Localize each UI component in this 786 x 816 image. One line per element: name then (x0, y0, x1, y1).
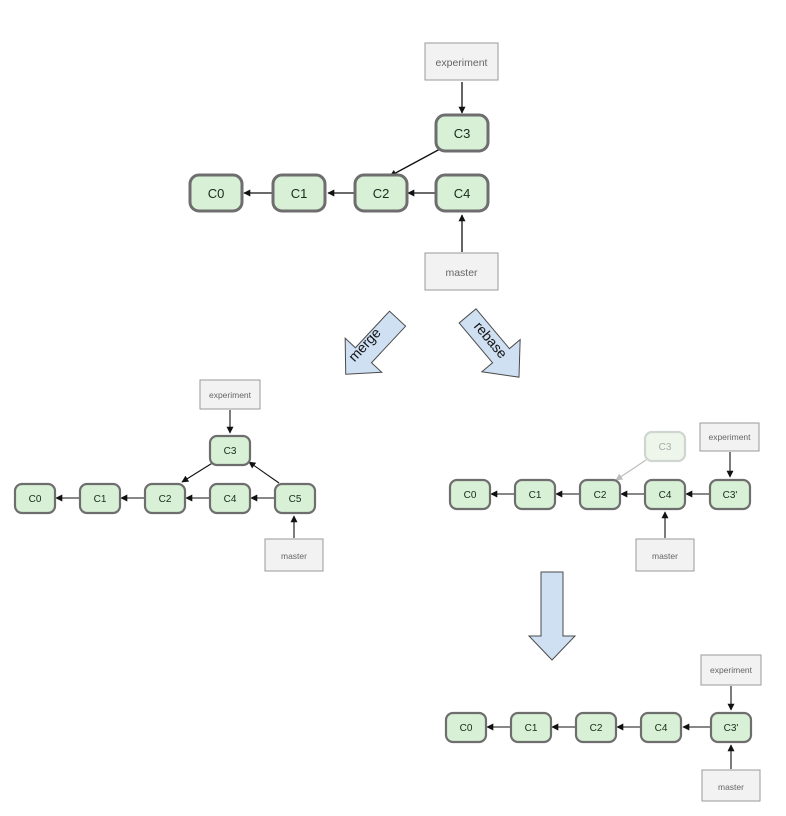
commit-c4: C4 (643, 478, 687, 511)
ref-master: master (424, 252, 499, 291)
commit-label: C2 (594, 490, 607, 501)
commit-c1: C1 (78, 482, 122, 515)
commit-label: C3 (224, 446, 237, 457)
commit-c4: C4 (434, 173, 490, 213)
ref-label: master (652, 551, 678, 561)
rebase-result-diagram: C0 C1 C2 C4 C3' C3 experiment master (448, 422, 760, 572)
commit-label: C2 (590, 723, 603, 734)
commit-label: C2 (159, 494, 172, 505)
commit-label: C1 (525, 723, 538, 734)
edge-c5-c3 (248, 461, 280, 484)
commit-c3: C3 (208, 434, 252, 467)
ref-label: experiment (209, 390, 252, 400)
commit-c5: C5 (273, 482, 317, 515)
ref-label: master (281, 551, 307, 561)
ref-label: experiment (710, 665, 753, 675)
commit-c4: C4 (639, 711, 683, 744)
commit-c0: C0 (188, 173, 244, 213)
commit-label: C4 (224, 494, 237, 505)
commit-label: C0 (464, 490, 477, 501)
ref-experiment: experiment (700, 654, 762, 686)
rebase-edges (490, 452, 734, 538)
commit-c0: C0 (444, 711, 488, 744)
merge-result-diagram: C0 C1 C2 C4 C5 C3 experiment master (13, 379, 324, 572)
ref-experiment: experiment (424, 42, 499, 81)
top-edges (243, 82, 466, 252)
commit-label: C1 (529, 490, 542, 501)
edge-c3-c2 (181, 461, 215, 483)
commit-c3-ghost: C3 (643, 430, 687, 463)
commit-c2: C2 (143, 482, 187, 515)
commit-c2: C2 (574, 711, 618, 744)
commit-c0: C0 (13, 482, 57, 515)
commit-label: C4 (659, 490, 672, 501)
commit-c1: C1 (509, 711, 553, 744)
commit-label: C3 (659, 442, 672, 453)
commit-label: C3' (724, 723, 739, 734)
edge-ghost-c3-c2 (615, 459, 647, 481)
commit-c3: C3 (434, 113, 490, 153)
ref-label: experiment (708, 432, 751, 442)
commit-label: C3 (454, 126, 471, 141)
ref-label: master (445, 267, 478, 279)
ref-label: experiment (436, 57, 488, 69)
commit-c3-prime: C3' (708, 478, 752, 511)
merge-edges (55, 410, 298, 538)
commit-label: C5 (289, 494, 302, 505)
ref-label: master (718, 782, 744, 792)
fast-forward-arrow (527, 571, 577, 661)
ref-master: master (264, 538, 324, 572)
fast-forward-result-diagram: C0 C1 C2 C4 C3' experiment master (444, 654, 762, 802)
top-diagram: C0 C1 C2 C4 C3 experiment master (188, 42, 499, 291)
merge-arrow: merge (344, 310, 407, 375)
edge-c3-c2 (389, 148, 441, 177)
commit-c2: C2 (353, 173, 409, 213)
commit-label: C0 (460, 723, 473, 734)
commit-label: C0 (208, 186, 225, 201)
commit-label: C2 (373, 186, 390, 201)
commit-label: C1 (291, 186, 308, 201)
ref-experiment: experiment (199, 379, 261, 410)
commit-label: C4 (454, 186, 471, 201)
commit-label: C0 (29, 494, 42, 505)
rebase-arrow: rebase (458, 308, 521, 378)
ref-master: master (701, 769, 761, 802)
commit-c3-prime: C3' (709, 711, 753, 744)
ref-master: master (635, 538, 695, 572)
ref-experiment: experiment (699, 422, 760, 452)
commit-label: C3' (723, 490, 738, 501)
commit-c4: C4 (208, 482, 252, 515)
commit-label: C1 (94, 494, 107, 505)
commit-c1: C1 (271, 173, 327, 213)
commit-c2: C2 (578, 478, 622, 511)
ff-edges (486, 686, 735, 769)
commit-c1: C1 (513, 478, 557, 511)
commit-c0: C0 (448, 478, 492, 511)
commit-label: C4 (655, 723, 668, 734)
